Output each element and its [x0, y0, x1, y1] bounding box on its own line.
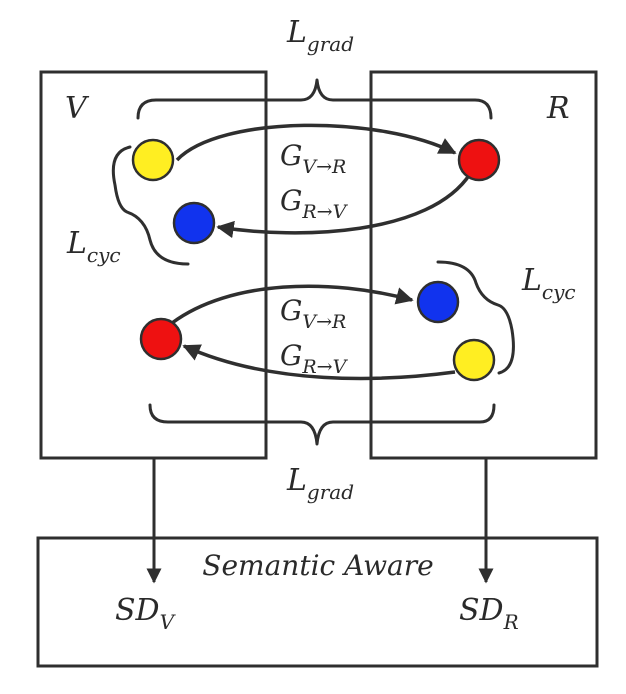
- bottom-grad-brace: [148, 403, 496, 446]
- lower-gen-forward-label: GV→R: [280, 294, 346, 333]
- domain-r-label: R: [546, 91, 570, 126]
- semantic-aware-box: [36, 536, 599, 668]
- lower-gen-backward-label: GR→V: [280, 339, 349, 378]
- top-grad-loss-label: Lgrad: [286, 15, 354, 56]
- yellow-node-r-bottom: [452, 338, 496, 382]
- output-sd-r-label: SDR: [459, 593, 519, 634]
- red-node-r-top: [457, 138, 501, 182]
- bottom-grad-loss-label: Lgrad: [286, 463, 354, 504]
- upper-forward-arrow: [175, 123, 457, 162]
- upper-gen-backward-label: GR→V: [280, 184, 349, 223]
- left-cycle-brace: [111, 145, 190, 266]
- yellow-node-v-top: [131, 138, 175, 182]
- upper-gen-forward-label: GV→R: [280, 139, 346, 178]
- output-sd-v-label: SDV: [115, 593, 177, 634]
- blue-node-r-bottom: [416, 280, 460, 324]
- top-grad-brace: [136, 78, 493, 120]
- left-cycle-loss-label: Lcyc: [66, 226, 121, 267]
- upper-backward-arrow: [216, 173, 472, 239]
- blue-node-v-top: [172, 201, 216, 245]
- domain-r-box: [369, 70, 598, 460]
- domain-v-label: V: [65, 91, 90, 126]
- right-cycle-loss-label: Lcyc: [521, 263, 576, 304]
- lower-backward-arrow: [182, 344, 456, 381]
- semantic-aware-title: Semantic Aware: [202, 549, 433, 582]
- right-cycle-brace: [436, 260, 515, 375]
- lower-forward-arrow: [170, 284, 414, 325]
- domain-v-box: [39, 70, 268, 460]
- red-node-v-bottom: [139, 317, 183, 361]
